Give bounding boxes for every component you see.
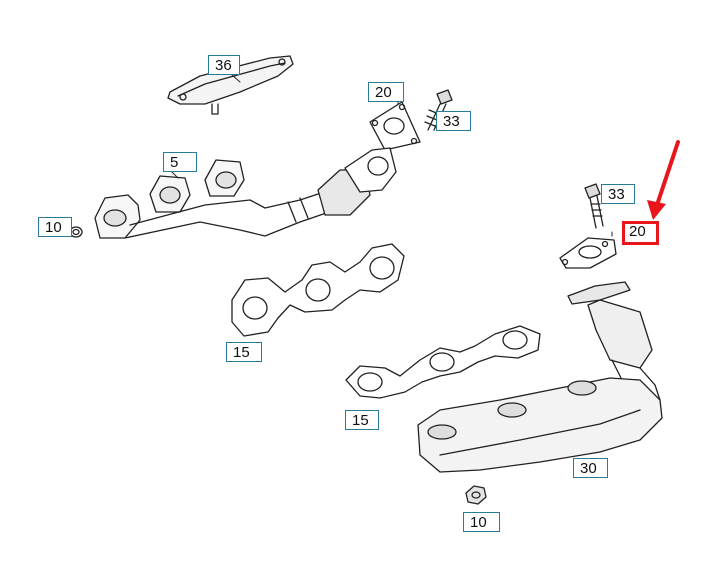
left-exhaust-manifold-icon [94, 147, 397, 239]
callout-10-bottom[interactable]: 10 [463, 512, 500, 532]
callout-5[interactable]: 5 [163, 152, 197, 172]
callout-36[interactable]: 36 [208, 55, 240, 75]
manifold-gasket-upper-icon [231, 243, 405, 337]
red-arrow-icon [647, 140, 680, 220]
callout-30[interactable]: 30 [573, 458, 608, 478]
callout-20-right-highlighted[interactable]: 20 [622, 221, 659, 245]
nut-bottom-icon [465, 485, 487, 505]
callout-33-top[interactable]: 33 [436, 111, 471, 131]
callout-10-left[interactable]: 10 [38, 217, 72, 237]
callout-20-top[interactable]: 20 [368, 82, 404, 102]
callout-15-lower[interactable]: 15 [345, 410, 379, 430]
callout-15-upper[interactable]: 15 [226, 342, 262, 362]
gasket-top-icon [369, 101, 421, 151]
right-exhaust-manifold-icon [417, 281, 663, 473]
gasket-right-icon [559, 237, 617, 269]
manifold-gasket-lower-icon [345, 325, 541, 399]
bolt-right-icon [584, 183, 604, 229]
heat-shield-bracket-icon [167, 55, 294, 115]
callout-33-right[interactable]: 33 [601, 184, 635, 204]
